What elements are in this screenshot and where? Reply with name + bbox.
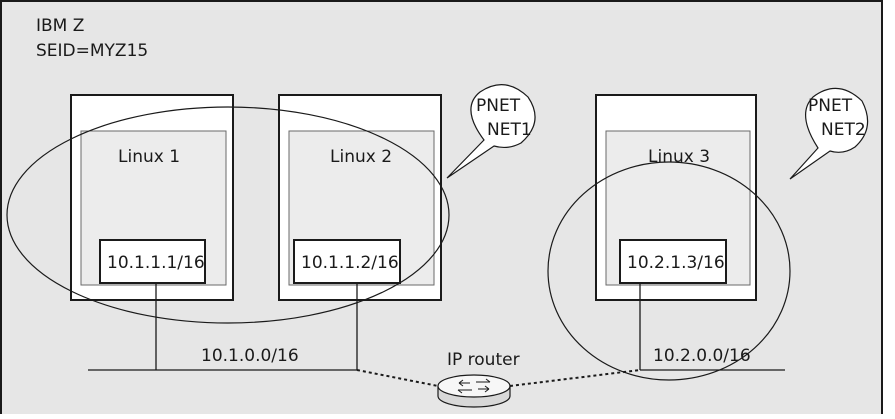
router-icon [437,374,511,408]
system-name: IBM Z [36,16,84,36]
pnet-net2-callout: PNET NET2 [789,87,869,180]
pnet-label: PNET [476,96,521,116]
pnet-name: NET1 [487,120,532,140]
router-link-right [509,369,641,387]
pnet-label: PNET [808,96,853,116]
lpar-name: Linux 3 [648,147,710,167]
subnet-label-net2: 10.2.0.0/16 [653,346,751,366]
pnet-net1-callout: PNET NET1 [446,84,536,179]
pnet-net2-ellipse [547,161,791,381]
pnet-name: NET2 [821,120,866,140]
ip-router: IP router [437,350,520,408]
ip-address: 10.2.1.3/16 [627,253,725,273]
router-label: IP router [447,350,520,370]
system-seid: SEID=MYZ15 [36,41,148,61]
pnet-net1-ellipse [6,106,450,324]
lpar-name: Linux 2 [330,147,392,167]
ip-address: 10.1.1.2/16 [301,253,399,273]
lpar-linux-1: Linux 1 10.1.1.1/16 [70,94,234,301]
lpar-linux-3: Linux 3 10.2.1.3/16 [595,94,757,301]
subnet-label-net1: 10.1.0.0/16 [201,346,299,366]
ip-address: 10.1.1.1/16 [107,253,205,273]
lpar-linux-2: Linux 2 10.1.1.2/16 [278,94,442,301]
lpar-name: Linux 1 [118,147,180,167]
router-link-left [356,369,439,387]
network-lines [88,283,785,371]
router-links [356,369,641,387]
